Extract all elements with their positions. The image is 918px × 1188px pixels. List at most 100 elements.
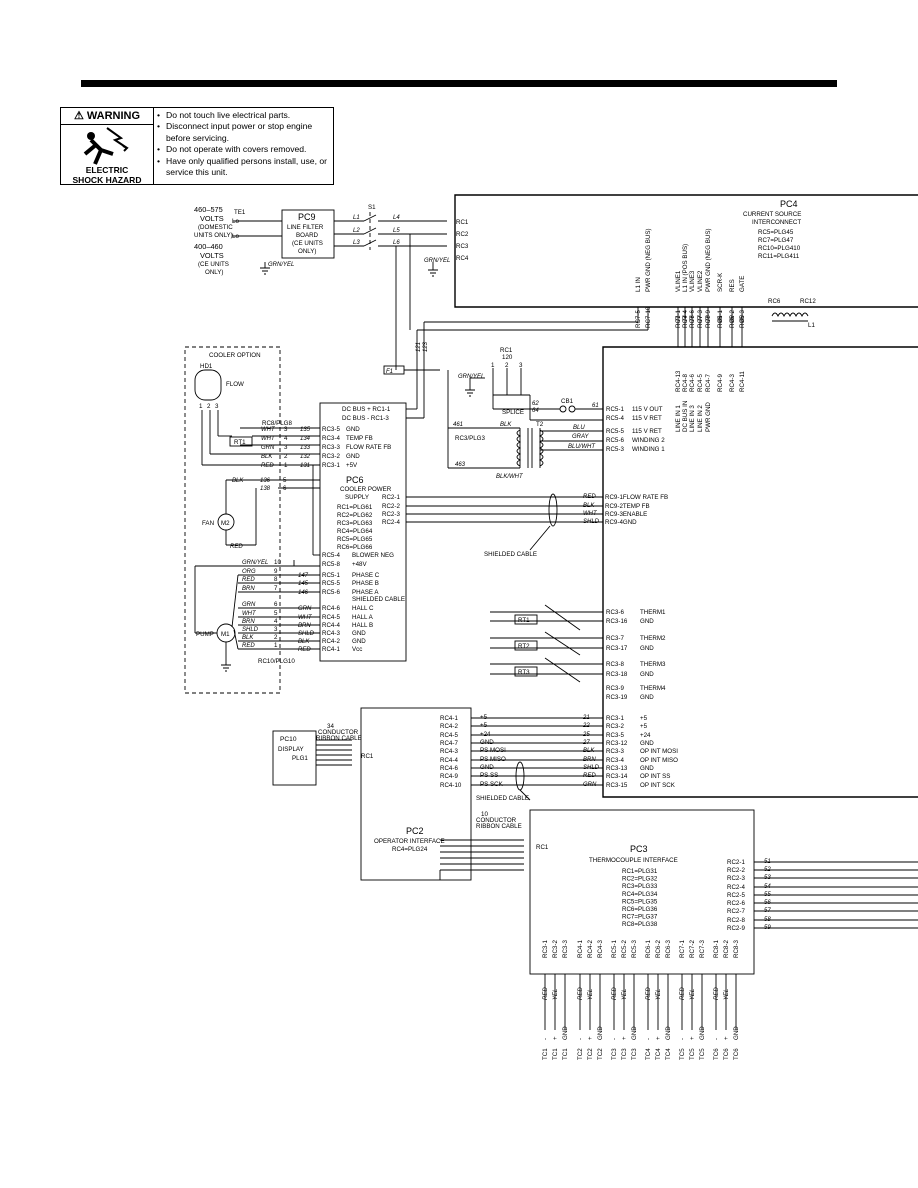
rc6-label: RC6 xyxy=(768,298,781,305)
pc3-tc-pin: RC7-2 xyxy=(689,940,696,958)
wire-label: WHT xyxy=(298,615,313,621)
hd1-pin: 3 xyxy=(215,403,219,410)
wire-label: BRN xyxy=(298,623,311,629)
wire-color: RED xyxy=(578,987,584,1000)
pc3-out-pin: RC2-4 xyxy=(727,884,745,891)
pc6-out-pin: RC2-3 xyxy=(382,511,400,518)
lo-label: Lo xyxy=(232,218,239,225)
hd1-pin: 2 xyxy=(207,403,211,410)
tc-signal: + xyxy=(552,1036,559,1040)
pc3-tc-pin: RC4-3 xyxy=(597,940,604,958)
pc3-line: THERMOCOUPLE INTERFACE xyxy=(589,857,678,864)
pc4-lower-pin: RC4-3 xyxy=(729,374,736,392)
tc-label: TC5 xyxy=(679,1048,686,1060)
wire-color: GRN/YEL xyxy=(242,560,268,566)
pc4-pin-label: RC7-9 xyxy=(705,310,712,328)
wire-label: 76 xyxy=(690,315,696,322)
rc3-signal: THERM4 xyxy=(640,685,666,692)
tc-signal: GND xyxy=(699,1026,706,1040)
wire-label: 71 xyxy=(676,315,682,322)
wire-color: GRN xyxy=(261,445,275,451)
pc4-line: INTERCONNECT xyxy=(752,219,801,226)
pc2-signal: PS SS xyxy=(480,772,498,779)
wire-label: 463 xyxy=(455,462,466,468)
wire-color: BLU/WHT xyxy=(568,444,596,450)
connector-pin: 4 xyxy=(274,618,278,625)
pc6-out-pin: RC2-4 xyxy=(382,519,400,526)
pc4-pin-label: RC5-1 xyxy=(717,310,724,328)
pc6-line: COOLER POWER xyxy=(340,486,392,493)
tc-label: TC3 xyxy=(621,1048,628,1060)
pc6-signal: +48V xyxy=(352,561,367,568)
warning-header: ⚠ WARNING xyxy=(61,108,153,125)
connector-pin: 3 xyxy=(284,426,288,433)
rc12-label: RC12 xyxy=(800,298,816,305)
lo-label: Lo xyxy=(232,233,239,240)
pc4-signal-label: L1 IN (POS BUS) xyxy=(682,244,689,292)
tc-label: TC2 xyxy=(587,1048,594,1060)
pc4-pin-label: RC7-5 xyxy=(635,310,642,328)
pc6-signal: HALL B xyxy=(352,622,373,629)
pc6-pin: RC5-4 xyxy=(322,552,340,559)
s1-line: L3 xyxy=(353,240,360,246)
voltage-b-note1: (CE UNITS xyxy=(198,261,229,268)
wire-label: SHLD xyxy=(298,631,315,637)
wire-label: 58 xyxy=(764,917,771,923)
thermistor-symbol xyxy=(514,640,538,651)
pc6-signal: PHASE B xyxy=(352,580,379,587)
rc3-pin: RC3-19 xyxy=(606,694,628,701)
pc4-pin-label: RC7-1 xyxy=(675,310,682,328)
m1-label: M1 xyxy=(221,631,230,638)
pc3-plug: RC8=PLG38 xyxy=(622,921,658,928)
pc6-signal: BLOWER NEG xyxy=(352,552,394,559)
ribbon-label: CONDUCTOR xyxy=(318,729,359,736)
pc6-pin: RC5-8 xyxy=(322,561,340,568)
pc4-signal-label: GATE xyxy=(739,276,746,292)
gnd-label: GRN/YEL xyxy=(424,258,450,264)
connector-pin: 4 xyxy=(284,435,288,442)
rc9-label: RC9-1FLOW RATE FB xyxy=(605,494,668,501)
rt1-label: RT1 xyxy=(234,439,246,446)
s1-line: L2 xyxy=(353,228,360,234)
pc4-input: RC3 xyxy=(456,243,469,250)
tc-label: TC1 xyxy=(542,1048,549,1060)
wire-color: 22 xyxy=(582,723,590,729)
pc3-plug: RC3=PLG33 xyxy=(622,883,658,890)
tc-label: TC5 xyxy=(689,1048,696,1060)
rc3-signal: OP INT SS xyxy=(640,773,670,780)
pc3-tc-pin: RC6-3 xyxy=(665,940,672,958)
rc3-signal: THERM2 xyxy=(640,635,666,642)
pc4-signal-label: PWR GND (NEG BUS) xyxy=(705,228,712,292)
wire-color: YEL xyxy=(724,989,730,1000)
warning-item: Disconnect input power or stop engine be… xyxy=(157,121,337,144)
pc3-rc1: RC1 xyxy=(536,844,549,851)
pc2-pin: RC4-10 xyxy=(440,782,462,789)
wire-color: BLK xyxy=(232,478,244,484)
wire-color: BLK xyxy=(583,748,595,754)
wire-color: BLK xyxy=(583,503,595,509)
wire-label: 82 xyxy=(730,315,736,322)
wire-color: YEL xyxy=(588,989,594,1000)
pc4-lower-signal: DC BUS IN xyxy=(682,401,689,432)
wire-color: YEL xyxy=(690,989,696,1000)
tc-label: TC4 xyxy=(655,1048,662,1060)
tc-signal: + xyxy=(655,1036,662,1040)
pc2-pin: RC4-9 xyxy=(440,773,458,780)
ribbon-label: 10 xyxy=(481,811,488,818)
s1-line: L6 xyxy=(393,240,400,246)
rc1-pin: 1 xyxy=(491,362,495,369)
shock-label-line2: SHOCK HAZARD xyxy=(72,174,142,185)
wire-color: WHT xyxy=(261,436,276,442)
pc2-pin: RC4-7 xyxy=(440,740,458,747)
hd1-label: HD1 xyxy=(200,363,213,370)
pc4-input: RC4 xyxy=(456,255,469,262)
wire-label: 53 xyxy=(764,875,771,881)
pc4-signal-label: PWR GND (NEG BUS) xyxy=(645,228,652,292)
pc3-title: PC3 xyxy=(630,844,648,854)
pc2-labels: RC4-1RC4-2RC4-5RC4-7RC4-3RC4-4RC4-6RC4-9… xyxy=(440,714,678,789)
wire-label: 54 xyxy=(764,884,771,890)
pc4-lower-signal: LINE IN 3 xyxy=(689,405,696,432)
pc10-line: DISPLAY xyxy=(278,746,304,753)
rc3-pin: RC3-18 xyxy=(606,671,628,678)
